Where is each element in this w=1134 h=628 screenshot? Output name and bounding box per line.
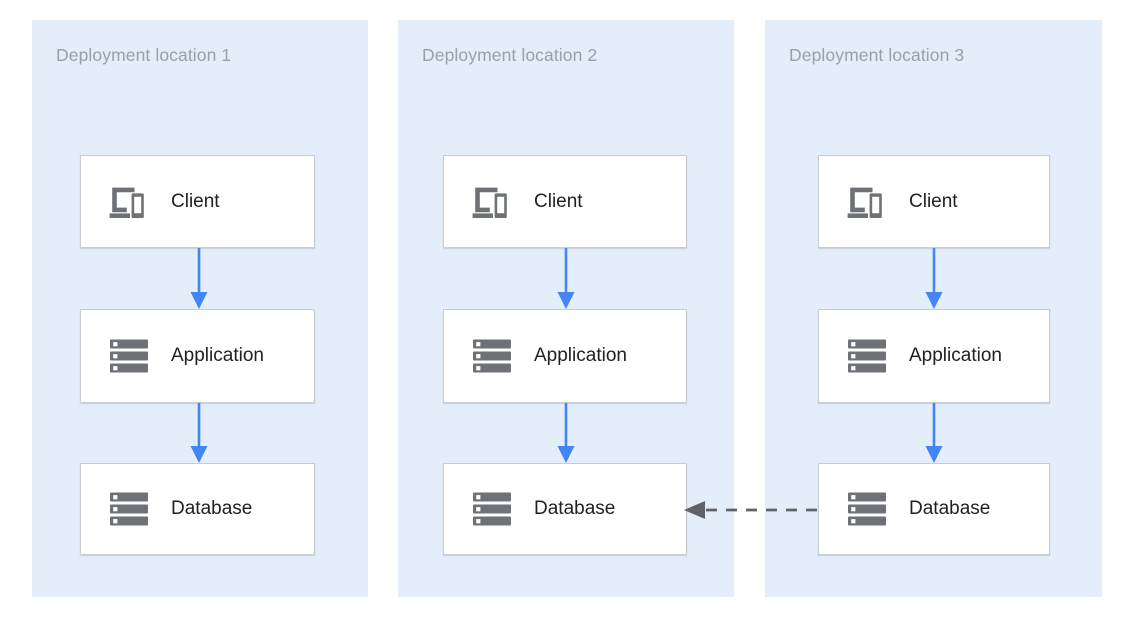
node-database-3[interactable]: Database xyxy=(818,463,1050,555)
node-database-2[interactable]: Database xyxy=(443,463,687,555)
panel-title-1: Deployment location 1 xyxy=(56,45,232,65)
node-label: Application xyxy=(909,345,1002,366)
node-label: Application xyxy=(534,345,627,366)
server-icon xyxy=(845,489,889,529)
node-application-2[interactable]: Application xyxy=(443,309,687,403)
panel-title-3: Deployment location 3 xyxy=(789,45,965,65)
node-client-2[interactable]: Client xyxy=(443,155,687,248)
server-icon xyxy=(107,336,151,376)
devices-icon xyxy=(107,182,151,222)
node-client-3[interactable]: Client xyxy=(818,155,1050,248)
node-label: Client xyxy=(909,190,958,212)
node-application-1[interactable]: Application xyxy=(80,309,315,403)
node-client-1[interactable]: Client xyxy=(80,155,315,248)
node-label: Application xyxy=(171,345,264,366)
node-application-3[interactable]: Application xyxy=(818,309,1050,403)
node-database-1[interactable]: Database xyxy=(80,463,315,555)
server-icon xyxy=(845,336,889,376)
node-label: Client xyxy=(534,190,583,212)
devices-icon xyxy=(470,182,514,222)
node-label: Client xyxy=(171,190,220,212)
server-icon xyxy=(470,336,514,376)
devices-icon xyxy=(845,182,889,222)
server-icon xyxy=(470,489,514,529)
panel-title-2: Deployment location 2 xyxy=(422,45,598,65)
node-label: Database xyxy=(909,498,991,519)
node-label: Database xyxy=(534,498,616,519)
node-label: Database xyxy=(171,498,253,519)
server-icon xyxy=(107,489,151,529)
